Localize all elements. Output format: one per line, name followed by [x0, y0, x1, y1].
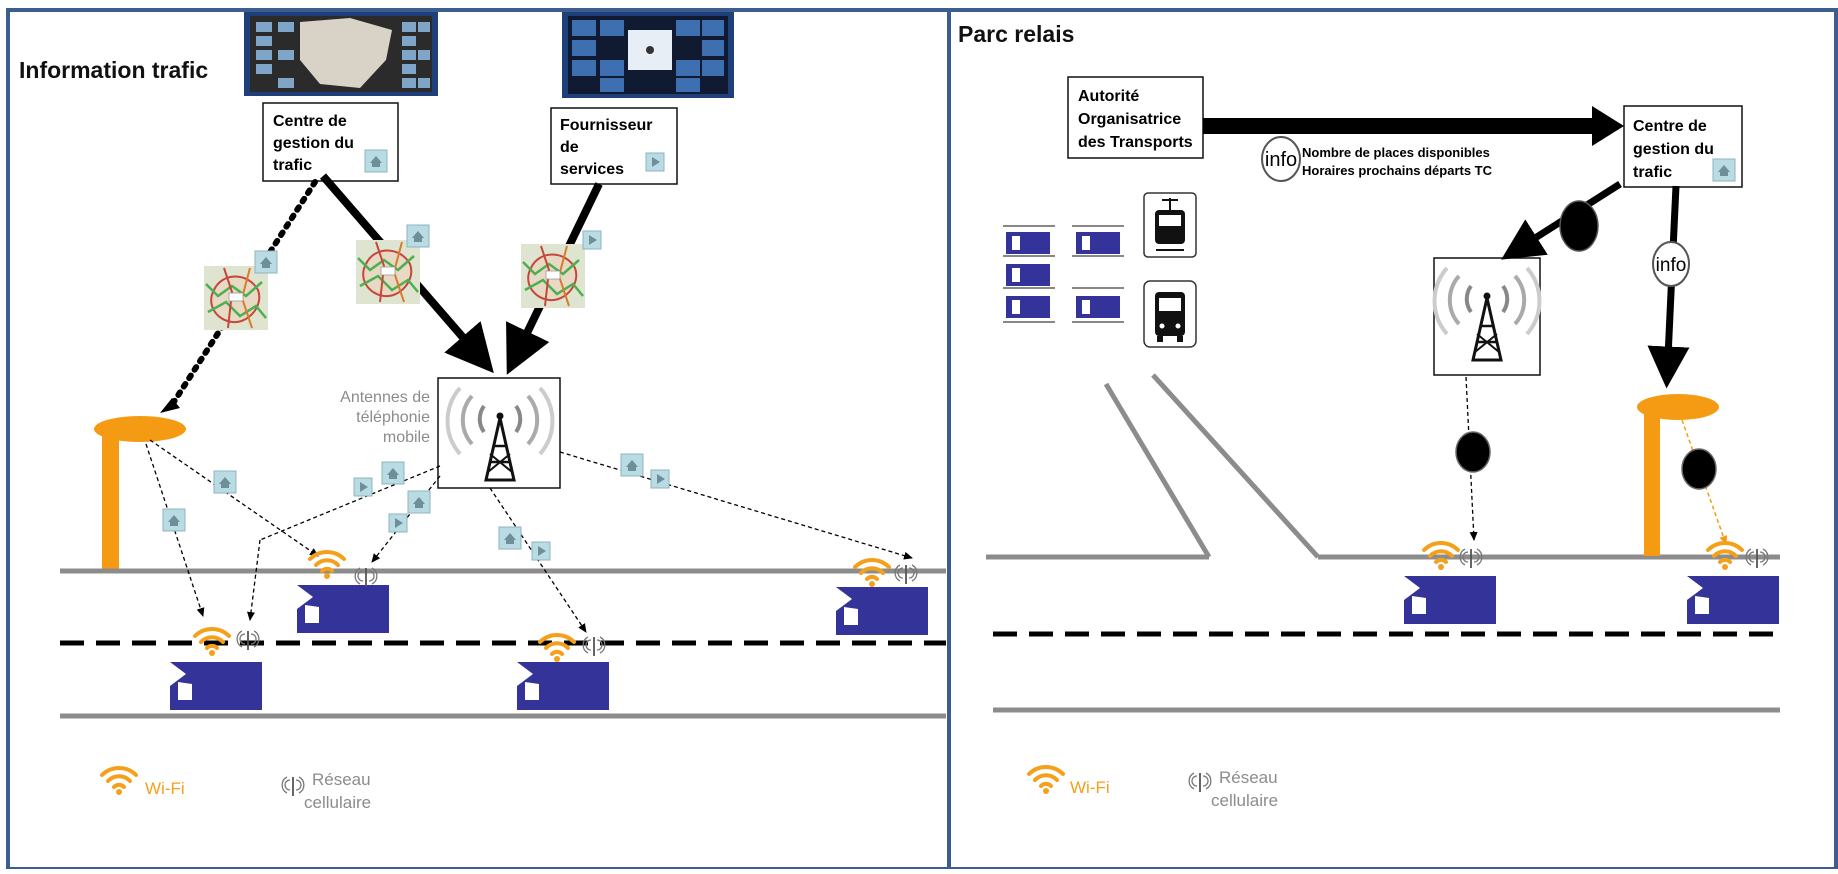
link-antenna-to-car	[1465, 376, 1478, 541]
home-icon	[620, 453, 644, 477]
wifi-icon	[538, 632, 576, 664]
cellular-antenna-icon	[582, 636, 606, 657]
authority-line-1: Autorité	[1078, 88, 1139, 105]
antenna-label-line-2: téléphonie	[356, 409, 430, 426]
car-icon	[297, 585, 389, 633]
home-icon	[213, 470, 237, 494]
roadside-unit	[94, 416, 186, 572]
home-icon	[498, 526, 522, 550]
traffic-center-line-1: Centre de	[273, 113, 347, 130]
cellular-antenna-icon	[236, 630, 260, 651]
car-icon	[836, 587, 928, 635]
dotted-arrowhead	[160, 398, 180, 413]
home-icon	[254, 250, 278, 274]
info-badge-icon	[1681, 448, 1717, 490]
wifi-icon	[100, 765, 138, 797]
wifi-icon	[1027, 764, 1065, 796]
play-icon	[531, 541, 551, 561]
legend-cellular-line-1: Réseau	[312, 770, 371, 789]
right-antenna-box	[1432, 257, 1542, 376]
authority-line-3: des Transports	[1078, 134, 1193, 151]
service-provider-box: Fournisseur de services	[550, 107, 678, 185]
traffic-control-room-image	[244, 12, 438, 96]
car-3	[517, 632, 609, 710]
mobile-antenna-box	[437, 377, 561, 489]
right-traffic-center-box: Centre de gestion du trafic	[1623, 105, 1743, 188]
traffic-center-line-3: trafic	[273, 157, 312, 174]
car-icon	[517, 662, 609, 710]
traffic-center-box: Centre de gestion du trafic	[262, 102, 399, 182]
info-badge-icon	[1559, 200, 1599, 252]
service-provider-line-2: de	[560, 139, 579, 156]
right-center-line-3: trafic	[1633, 164, 1672, 181]
home-icon	[162, 508, 186, 532]
car-icon	[1687, 576, 1779, 624]
antenna-label-line-1: Antennes de	[340, 389, 430, 406]
bus-icon	[1143, 280, 1197, 348]
right-panel-title: Parc relais	[958, 21, 1074, 47]
home-icon	[406, 224, 430, 248]
info-line-2: Horaires prochains départs TC	[1302, 163, 1493, 178]
info-badge-icon: info	[1261, 136, 1301, 182]
service-provider-line-3: services	[560, 161, 624, 178]
right-center-line-1: Centre de	[1633, 118, 1707, 135]
cellular-antenna-icon	[1188, 772, 1212, 793]
legend-cellular-line-2: cellulaire	[304, 793, 371, 812]
right-legend-cellular-line-1: Réseau	[1219, 768, 1278, 787]
home-icon	[364, 149, 388, 173]
parking-lot	[1003, 225, 1124, 323]
play-icon	[353, 477, 373, 497]
road-access-left	[1103, 382, 1212, 559]
info-badge-label: info	[1265, 149, 1297, 171]
antenna-label-line-3: mobile	[383, 429, 430, 446]
map-thumbnail	[202, 264, 270, 332]
info-badge-label: info	[1656, 255, 1687, 276]
car-icon	[1404, 576, 1496, 624]
play-icon	[388, 513, 408, 533]
cellular-antenna-icon	[1745, 548, 1769, 569]
road-access-right	[1151, 373, 1320, 559]
traffic-center-line-2: gestion du	[273, 135, 354, 152]
play-icon	[582, 230, 602, 250]
right-center-line-2: gestion du	[1633, 141, 1714, 158]
home-icon	[407, 490, 431, 514]
right-legend-cellular-line-2: cellulaire	[1211, 791, 1278, 810]
right-roadside-unit	[1637, 394, 1719, 556]
transport-authority-box: Autorité Organisatrice des Transports	[1067, 76, 1204, 159]
cellular-antenna-icon	[894, 564, 918, 585]
play-icon	[645, 152, 665, 172]
authority-line-2: Organisatrice	[1078, 111, 1181, 128]
info-badge-icon	[1455, 431, 1491, 473]
left-panel-title: Information trafic	[19, 57, 208, 83]
cellular-antenna-icon	[281, 776, 305, 797]
info-line-1: Nombre de places disponibles	[1302, 145, 1490, 160]
cellular-antenna-icon	[1459, 548, 1483, 569]
service-provider-screen-image	[562, 12, 734, 98]
arrowhead	[1592, 106, 1624, 146]
car-icon	[170, 662, 262, 710]
right-legend-wifi-label: Wi-Fi	[1070, 778, 1110, 797]
tram-icon	[1143, 192, 1197, 258]
map-thumbnail	[354, 238, 422, 306]
car-1	[297, 549, 389, 633]
service-provider-line-1: Fournisseur	[560, 117, 652, 134]
legend-wifi-label: Wi-Fi	[145, 779, 185, 798]
home-icon	[1712, 158, 1736, 182]
info-badge-icon: info	[1652, 241, 1690, 287]
wifi-icon	[308, 549, 346, 581]
play-icon	[650, 469, 670, 489]
map-thumbnail	[519, 242, 587, 310]
home-icon	[381, 461, 405, 485]
